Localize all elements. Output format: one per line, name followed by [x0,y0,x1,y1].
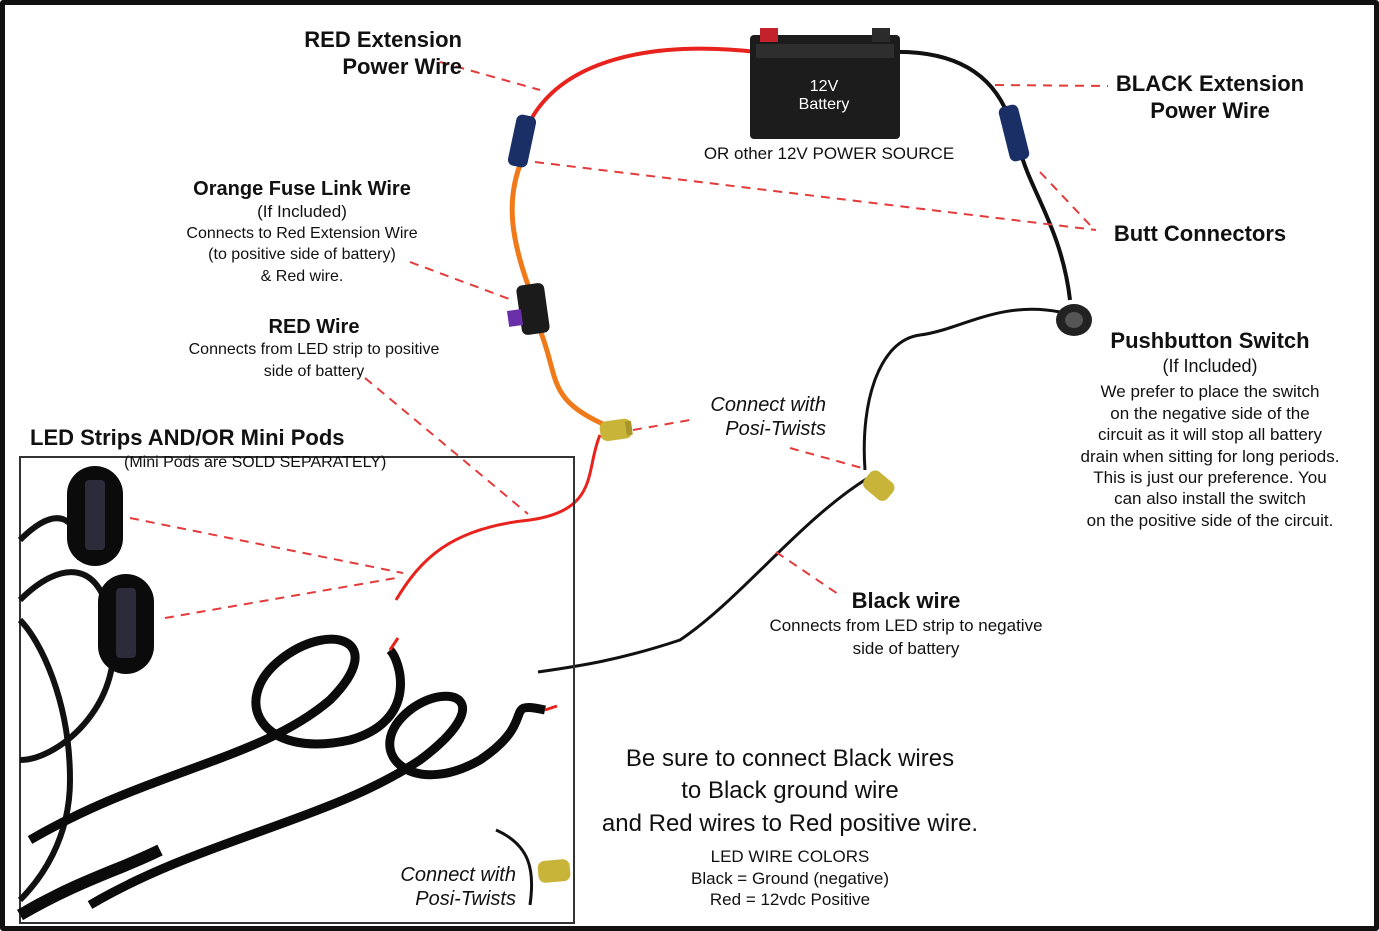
instructions: Be sure to connect Black wires to Black … [570,743,1010,840]
battery-voltage: 12V [809,78,839,95]
butt-connector-black [998,104,1030,162]
pushbutton-desc-2: on the negative side of the [1110,403,1310,423]
black-wire-desc-2: side of battery [852,638,960,658]
wire-colors-title: LED WIRE COLORS [710,847,870,866]
orange-fuse-link-wire [509,159,613,431]
fuse-link-title: Orange Fuse Link Wire [193,178,411,200]
posi-twist-bottom-line2: Posi-Twists [415,888,516,910]
pushbutton-desc-6: can also install the switch [1114,489,1306,509]
red-wire-title: RED Wire [268,316,360,338]
red-wire [394,434,602,601]
red-extension-line1: RED Extension [304,27,462,52]
switch-to-posi-wire [862,307,1061,471]
black-extension-line1: BLACK Extension [1115,71,1305,96]
posi-twist-right-icon [863,470,895,501]
black-wire-title: Black wire [851,588,961,613]
posi-twist-top-line1: Connect with [710,394,826,416]
fuse-link-label: Orange Fuse Link Wire (If Included) Conn… [162,177,442,287]
battery-icon [750,28,900,139]
black-wire-label: Black wire Connects from LED strip to ne… [746,588,1066,661]
black-wire [537,476,869,674]
wire-colors-legend: LED WIRE COLORS Black = Ground (negative… [660,846,920,911]
wire-colors-line-2: Red = 12vdc Positive [709,890,871,910]
pushbutton-switch-icon [1056,304,1092,336]
wire-colors-line-1: Black = Ground (negative) [691,868,889,888]
black-extension-line2: Power Wire [1150,97,1270,123]
led-strips-icon [16,634,558,921]
fuse-link-desc-2: (to positive side of battery) [208,246,396,264]
pushbutton-desc-3: circuit as it will stop all battery [1098,425,1322,445]
fuse-holder-icon [506,283,550,335]
fuse-link-desc-3: & Red wire. [260,267,344,285]
pushbutton-desc-7: on the positive side of the circuit. [1086,510,1334,530]
red-wire-desc-2: side of battery [263,362,365,380]
red-extension-wire [526,46,758,126]
led-strip-box [19,456,575,924]
red-extension-label: RED Extension Power Wire [252,27,462,81]
instruction-line-1: Be sure to connect Black wires [625,745,955,772]
red-extension-line2: Power Wire [342,53,462,79]
red-wire-desc-1: Connects from LED strip to positive [188,341,440,359]
leader-lines [129,61,1109,619]
pushbutton-desc-4: drain when sitting for long periods. [1080,446,1340,466]
pushbutton-label: Pushbutton Switch (If Included) We prefe… [1050,328,1370,531]
posi-twist-top-line2: Posi-Twists [725,418,826,440]
black-wire-desc-1: Connects from LED strip to negative [769,615,1043,635]
posi-twist-bottom-label: Connect with Posi-Twists [368,863,516,911]
black-extension-label: BLACK Extension Power Wire [1102,71,1318,125]
posi-twist-bottom-icon [537,859,571,883]
red-wire-label: RED Wire Connects from LED strip to posi… [174,315,454,383]
instruction-line-2: to Black ground wire [681,777,899,805]
black-extension-wire [889,49,1072,301]
pushbutton-note: (If Included) [1162,355,1258,376]
posi-twist-bottom-line1: Connect with [400,864,516,886]
pushbutton-desc-1: We prefer to place the switch [1100,382,1320,402]
led-black-lead [495,828,534,906]
battery-label: 12V Battery [784,78,864,114]
posi-twist-top-label: Connect with Posi-Twists [676,393,826,441]
fuse-link-desc-1: Connects to Red Extension Wire [186,224,418,242]
posi-twist-top-icon [599,418,633,442]
led-strips-note: (Mini Pods are SOLD SEPARATELY) [124,453,387,471]
led-strips-title: LED Strips AND/OR Mini Pods [30,425,345,450]
butt-connectors-label: Butt Connectors [1113,221,1287,246]
butt-connector-red [507,114,537,168]
mini-pods-icon [17,466,154,903]
led-strips-label: LED Strips AND/OR Mini Pods (Mini Pods a… [22,425,422,473]
battery-name: Battery [798,95,850,113]
alt-power-source: OR other 12V POWER SOURCE [703,144,955,163]
pushbutton-title: Pushbutton Switch [1110,328,1310,353]
instruction-line-3: and Red wires to Red positive wire. [601,809,979,837]
pushbutton-desc-5: This is just our preference. You [1093,467,1327,487]
fuse-link-note: (If Included) [257,202,347,222]
